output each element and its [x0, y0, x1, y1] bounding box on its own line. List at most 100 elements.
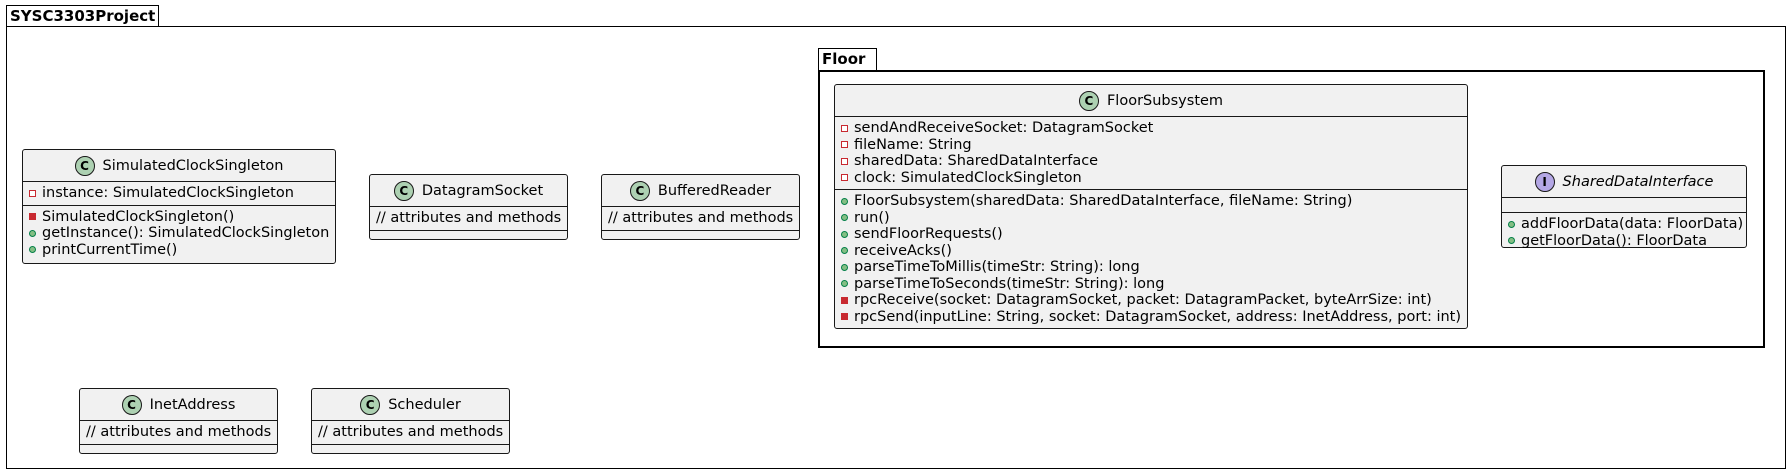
- method-row: FloorSubsystem(sharedData: SharedDataInt…: [841, 193, 1461, 210]
- attribute-row: fileName: String: [841, 137, 1461, 154]
- attribute-text: sharedData: SharedDataInterface: [854, 153, 1099, 169]
- private-visibility-icon: [29, 213, 36, 221]
- empty-section: [602, 231, 799, 245]
- attributes-section: sendAndReceiveSocket: DatagramSocket fil…: [835, 117, 1467, 190]
- method-row: receiveAcks(): [841, 243, 1461, 260]
- method-row: getInstance(): SimulatedClockSingleton: [29, 225, 329, 242]
- method-row: sendFloorRequests(): [841, 226, 1461, 243]
- empty-section: [312, 445, 509, 459]
- private-visibility-icon: [841, 157, 848, 165]
- attribute-text: fileName: String: [854, 136, 972, 153]
- private-visibility-icon: [841, 313, 848, 321]
- class-stereotype-icon: C: [74, 155, 95, 176]
- method-row: rpcSend(inputLine: String, socket: Datag…: [841, 309, 1461, 326]
- class-stereotype-icon: C: [629, 180, 650, 201]
- attribute-row: instance: SimulatedClockSingleton: [29, 185, 329, 202]
- empty-section: [80, 445, 277, 459]
- method-text: parseTimeToSeconds(timeStr: String): lon…: [854, 275, 1165, 292]
- method-text: rpcReceive(socket: DatagramSocket, packe…: [854, 292, 1432, 308]
- public-visibility-icon: [841, 247, 848, 255]
- interface-name: SharedDataInterface: [1562, 173, 1714, 190]
- method-text: SimulatedClockSingleton(): [42, 208, 235, 225]
- method-text: parseTimeToMillis(timeStr: String): long: [854, 259, 1140, 275]
- public-visibility-icon: [29, 246, 36, 254]
- class-header: C SimulatedClockSingleton: [23, 150, 335, 182]
- class-name: DatagramSocket: [421, 182, 544, 199]
- method-text: FloorSubsystem(sharedData: SharedDataInt…: [854, 193, 1353, 209]
- public-visibility-icon: [1508, 237, 1515, 245]
- method-row: parseTimeToSeconds(timeStr: String): lon…: [841, 276, 1461, 293]
- class-stereotype-icon: C: [1078, 90, 1099, 111]
- class-name: Scheduler: [388, 396, 461, 413]
- class-simulatedclocksingleton[interactable]: C SimulatedClockSingleton instance: Simu…: [22, 149, 336, 264]
- method-text: getInstance(): SimulatedClockSingleton: [42, 225, 330, 241]
- class-name: InetAddress: [149, 396, 236, 413]
- body-section: // attributes and methods: [312, 421, 509, 445]
- class-header: C Scheduler: [312, 389, 509, 421]
- method-row: SimulatedClockSingleton(): [29, 209, 329, 226]
- method-text: printCurrentTime(): [42, 241, 178, 258]
- class-bufferedreader[interactable]: C BufferedReader // attributes and metho…: [601, 174, 800, 240]
- method-row: printCurrentTime(): [29, 242, 329, 259]
- class-header: C InetAddress: [80, 389, 277, 421]
- class-header: C FloorSubsystem: [835, 85, 1467, 117]
- empty-section: [370, 231, 567, 245]
- method-text: sendFloorRequests(): [854, 226, 1003, 242]
- method-text: addFloorData(data: FloorData): [1521, 216, 1744, 232]
- attribute-text: instance: SimulatedClockSingleton: [42, 185, 294, 201]
- private-visibility-icon: [29, 189, 36, 197]
- class-name: SimulatedClockSingleton: [102, 157, 284, 174]
- method-row: addFloorData(data: FloorData): [1508, 216, 1744, 233]
- body-section: // attributes and methods: [370, 207, 567, 231]
- methods-section: FloorSubsystem(sharedData: SharedDataInt…: [835, 190, 1467, 328]
- private-visibility-icon: [841, 174, 848, 182]
- method-row: run(): [841, 210, 1461, 227]
- body-section: // attributes and methods: [602, 207, 799, 231]
- class-header: C BufferedReader: [602, 175, 799, 207]
- public-visibility-icon: [1508, 220, 1515, 228]
- attribute-text: clock: SimulatedClockSingleton: [854, 169, 1082, 186]
- method-text: run(): [854, 209, 890, 226]
- interface-stereotype-icon: I: [1534, 171, 1555, 192]
- class-stereotype-icon: C: [121, 394, 142, 415]
- class-stereotype-icon: C: [360, 394, 381, 415]
- attributes-section: [1502, 198, 1746, 213]
- class-header: C DatagramSocket: [370, 175, 567, 207]
- attribute-text: sendAndReceiveSocket: DatagramSocket: [854, 120, 1154, 136]
- private-visibility-icon: [841, 296, 848, 304]
- private-visibility-icon: [841, 141, 848, 149]
- method-text: getFloorData(): FloorData: [1521, 232, 1708, 249]
- class-scheduler[interactable]: C Scheduler // attributes and methods: [311, 388, 510, 454]
- body-section: // attributes and methods: [80, 421, 277, 445]
- public-visibility-icon: [841, 280, 848, 288]
- class-floorsubsystem[interactable]: C FloorSubsystem sendAndReceiveSocket: D…: [834, 84, 1468, 329]
- body-text: // attributes and methods: [318, 424, 504, 440]
- body-text: // attributes and methods: [608, 210, 794, 226]
- method-row: getFloorData(): FloorData: [1508, 233, 1740, 250]
- body-text: // attributes and methods: [86, 424, 272, 440]
- methods-section: SimulatedClockSingleton() getInstance():…: [23, 206, 335, 262]
- methods-section: addFloorData(data: FloorData) getFloorDa…: [1502, 213, 1746, 252]
- interface-shareddatainterface[interactable]: I SharedDataInterface addFloorData(data:…: [1501, 165, 1747, 249]
- class-header: I SharedDataInterface: [1502, 166, 1746, 198]
- class-name: BufferedReader: [657, 182, 772, 199]
- package-tab-sysc3303project: SYSC3303Project: [6, 5, 159, 27]
- attribute-row: sharedData: SharedDataInterface: [841, 153, 1461, 170]
- method-row: rpcReceive(socket: DatagramSocket, packe…: [841, 292, 1461, 309]
- class-inetaddress[interactable]: C InetAddress // attributes and methods: [79, 388, 278, 454]
- package-tab-floor: Floor: [818, 48, 877, 70]
- class-stereotype-icon: C: [393, 180, 414, 201]
- class-datagramsocket[interactable]: C DatagramSocket // attributes and metho…: [369, 174, 568, 240]
- public-visibility-icon: [29, 229, 36, 237]
- body-text: // attributes and methods: [376, 210, 562, 226]
- method-text: receiveAcks(): [854, 242, 952, 259]
- attribute-row: clock: SimulatedClockSingleton: [841, 170, 1461, 187]
- package-name: SYSC3303Project: [10, 7, 156, 25]
- public-visibility-icon: [841, 263, 848, 271]
- class-name: FloorSubsystem: [1106, 92, 1224, 109]
- package-name: Floor: [822, 50, 866, 68]
- public-visibility-icon: [841, 197, 848, 205]
- private-visibility-icon: [841, 124, 848, 132]
- method-row: parseTimeToMillis(timeStr: String): long: [841, 259, 1461, 276]
- method-text: rpcSend(inputLine: String, socket: Datag…: [854, 308, 1462, 325]
